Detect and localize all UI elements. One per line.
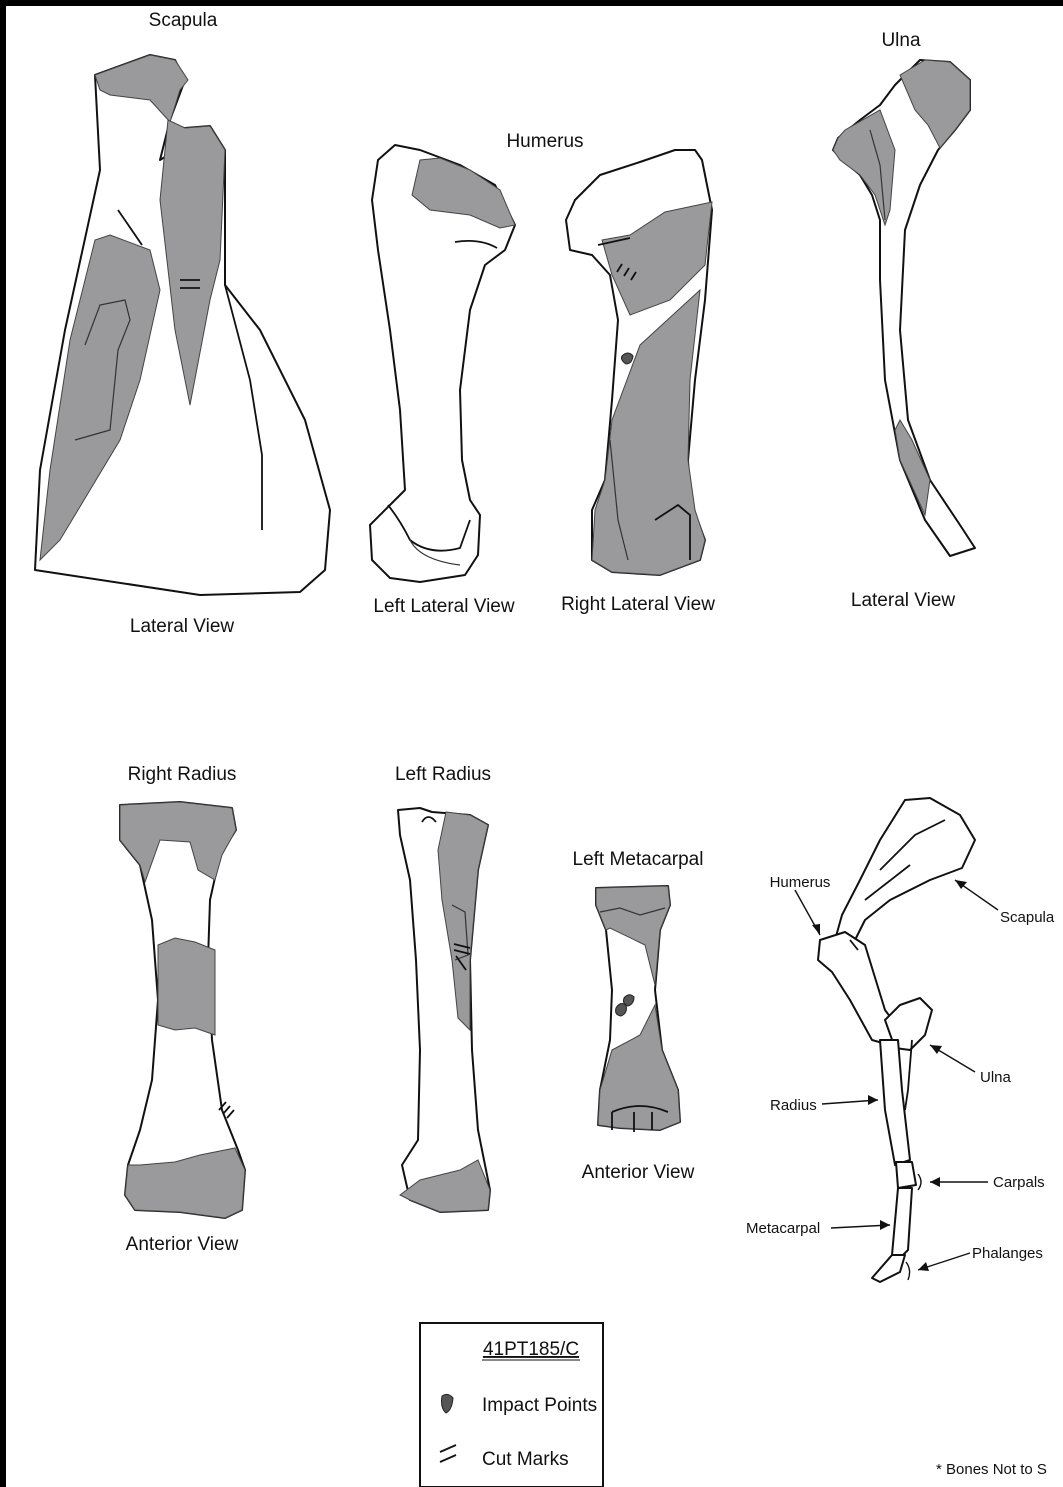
left-metacarpal-drawing: Left Metacarpal Anterior View (573, 849, 704, 1183)
legend: 41PT185/C Impact Points Cut Marks (420, 1323, 603, 1487)
ulna-drawing: Ulna Lateral View (833, 30, 975, 611)
metacarpal-view-label: Anterior View (582, 1162, 695, 1183)
right-radius-title: Right Radius (128, 764, 237, 785)
ulna-view-label: Lateral View (851, 590, 955, 611)
left-radius-drawing: Left Radius (395, 764, 491, 1212)
skeleton-label-radius: Radius (770, 1097, 817, 1114)
right-radius-view-label: Anterior View (126, 1234, 239, 1255)
legend-site-id: 41PT185/C (483, 1339, 579, 1360)
legend-impact-label: Impact Points (482, 1395, 597, 1416)
humerus-left-drawing: Left Lateral View (370, 145, 515, 617)
right-radius-drawing: Right Radius Anterior View (120, 764, 245, 1255)
humerus-right-view-label: Right Lateral View (561, 594, 715, 615)
scapula-title: Scapula (149, 10, 218, 31)
ulna-title: Ulna (881, 30, 921, 51)
skeleton-label-ulna: Ulna (980, 1069, 1012, 1086)
skeleton-label-scapula: Scapula (1000, 909, 1055, 926)
legend-cut-label: Cut Marks (482, 1449, 569, 1470)
skeleton-label-humerus: Humerus (770, 874, 831, 891)
humerus-right-drawing: Right Lateral View (561, 150, 715, 615)
left-radius-title: Left Radius (395, 764, 491, 785)
metacarpal-title: Left Metacarpal (573, 849, 704, 870)
skeleton-label-carpals: Carpals (993, 1174, 1045, 1191)
scapula-view-label: Lateral View (130, 616, 234, 637)
forelimb-skeleton: Humerus Scapula Ulna Radius Carpals Meta… (746, 798, 1055, 1282)
humerus-title: Humerus (506, 131, 583, 152)
skeleton-label-phalanges: Phalanges (972, 1245, 1043, 1262)
skeleton-label-metacarpal: Metacarpal (746, 1220, 820, 1237)
humerus-left-view-label: Left Lateral View (373, 596, 514, 617)
scapula-drawing: Scapula Lateral View (35, 10, 330, 637)
scale-note: * Bones Not to S (936, 1461, 1047, 1478)
